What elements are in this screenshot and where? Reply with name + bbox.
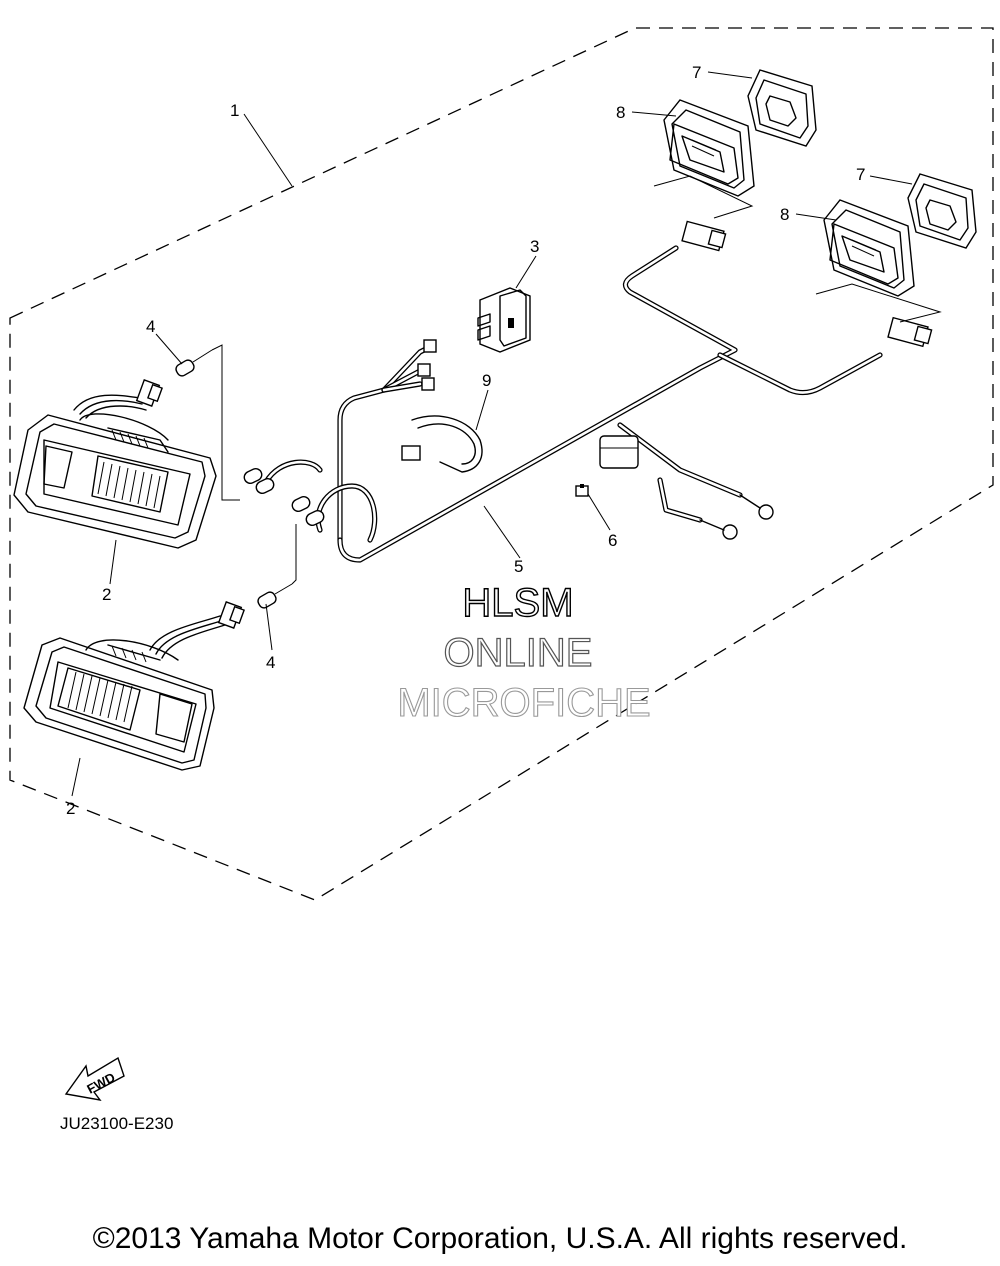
callout-9: 9 — [482, 371, 491, 390]
watermark-hlsm: HLSM — [462, 581, 573, 625]
watermark-microfiche: MICROFICHE — [397, 681, 650, 725]
taillight-bracket-lower — [815, 283, 942, 323]
forward-arrow-icon: FWD — [64, 1056, 125, 1101]
callout-5: 5 — [514, 557, 523, 576]
taillight-housing-lower — [823, 199, 915, 297]
taillight-lens-upper — [747, 69, 817, 147]
callout-3: 3 — [530, 237, 539, 256]
headlight-lower — [23, 601, 245, 771]
watermark-online: ONLINE — [444, 631, 593, 675]
callout-8-upper: 8 — [616, 103, 625, 122]
diagram-code: JU23100-E230 — [60, 1114, 174, 1133]
callout-2-upper: 2 — [102, 585, 111, 604]
bulb-bracket-lower — [291, 524, 297, 585]
cable-tie — [401, 415, 483, 473]
harness-connectors — [243, 220, 933, 540]
copyright-notice: ©2013 Yamaha Motor Corporation, U.S.A. A… — [92, 1222, 908, 1255]
headlight-upper — [13, 379, 217, 549]
taillight-lens-lower — [907, 173, 977, 249]
fuse-part — [575, 484, 589, 497]
kit-boundary — [9, 27, 994, 901]
svg-text:FWD: FWD — [84, 1069, 117, 1096]
callout-6: 6 — [608, 531, 617, 550]
callout-2-lower: 2 — [66, 799, 75, 818]
callout-7-upper: 7 — [692, 63, 701, 82]
callout-8-lower: 8 — [780, 205, 789, 224]
taillight-housing-upper — [663, 99, 755, 197]
bulb-lower — [257, 583, 293, 609]
bulb-bracket-upper — [211, 344, 240, 501]
callout-1: 1 — [230, 101, 239, 120]
callout-4-upper: 4 — [146, 317, 155, 336]
taillight-bracket-upper — [653, 175, 754, 219]
switch — [477, 287, 531, 353]
callout-7-lower: 7 — [856, 165, 865, 184]
bulb-upper — [175, 349, 213, 377]
wire-harness — [263, 245, 883, 563]
callout-leaders — [71, 71, 913, 797]
callout-4-lower: 4 — [266, 653, 275, 672]
